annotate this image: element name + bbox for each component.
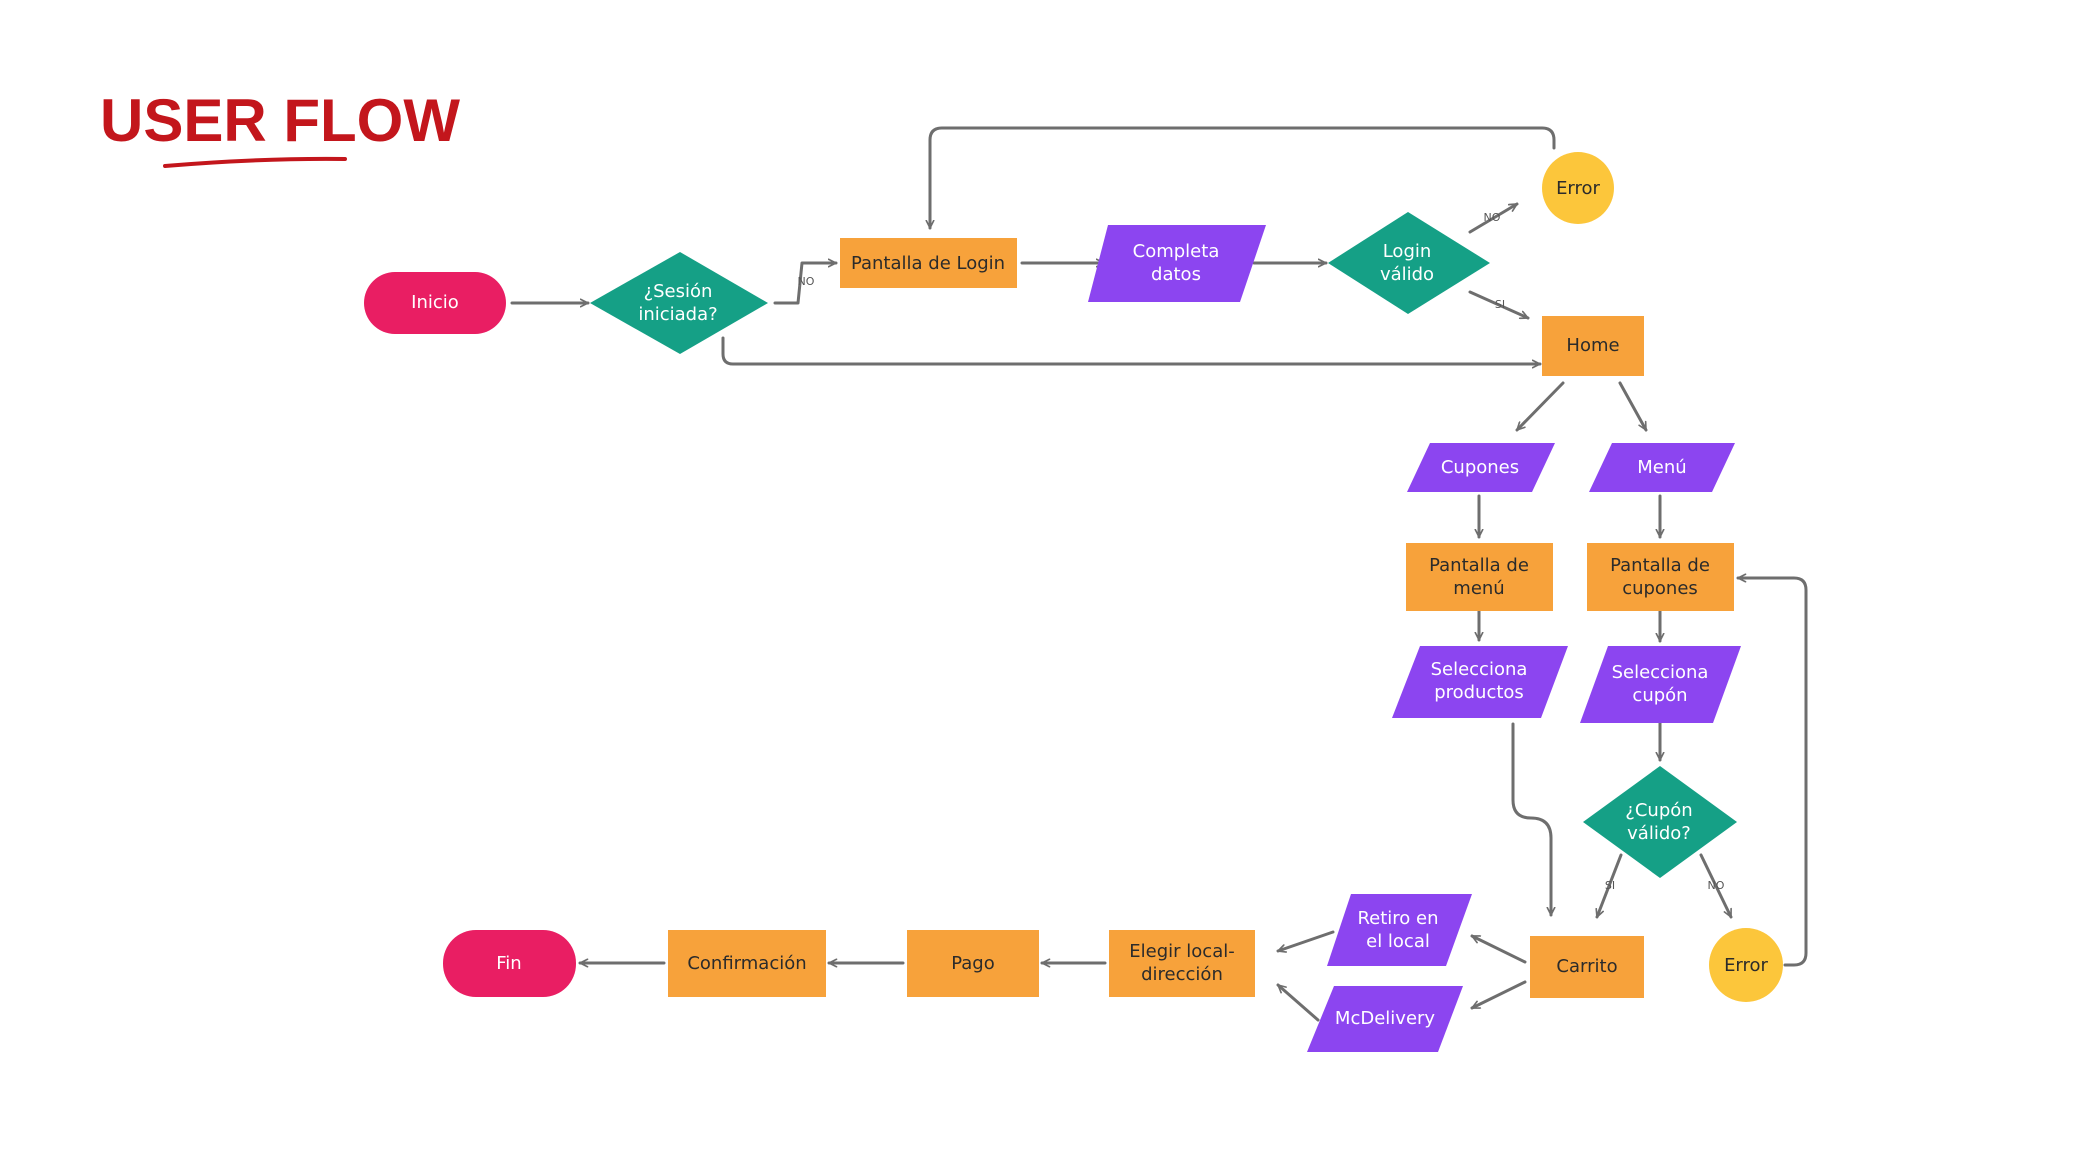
node-elegir-line1: Elegir local- [1129, 941, 1234, 962]
node-pantalla-menu: Pantalla de menú [1406, 543, 1553, 611]
edge-label-sesion-no: NO [798, 275, 815, 288]
io-menu-label: Menú [1637, 457, 1686, 478]
io-cupones: Cupones [1407, 443, 1555, 492]
decision-sesion-line2: iniciada? [638, 304, 717, 325]
edge-sesion-login [773, 263, 838, 305]
edge-retiro-elegir [1276, 930, 1335, 951]
node-carrito-label: Carrito [1556, 956, 1617, 977]
node-pago: Pago [907, 930, 1039, 997]
node-elegir-line2: dirección [1141, 964, 1223, 985]
edges: NO NO SI SI NO [510, 126, 1808, 1022]
io-mcdelivery-label: McDelivery [1335, 1008, 1435, 1029]
decision-login-valido: Login válido [1328, 212, 1490, 314]
edge-error-loop-login [930, 126, 1556, 230]
edge-validez-error [1468, 202, 1519, 234]
node-home: Home [1542, 316, 1644, 376]
title-underline [163, 156, 347, 168]
decision-cupon-line2: válido? [1627, 823, 1691, 844]
edge-home-cupones [1515, 381, 1565, 432]
decision-login-line2: válido [1380, 264, 1434, 285]
edge-mcdelivery-elegir [1276, 983, 1320, 1022]
node-confirmacion: Confirmación [668, 930, 826, 997]
decision-sesion: ¿Sesión iniciada? [590, 252, 768, 354]
io-cupon-line2: cupón [1632, 685, 1687, 706]
edge-cupon-no-error [1699, 853, 1733, 919]
io-retiro-local: Retiro en el local [1327, 894, 1472, 966]
io-completa-line1: Completa [1133, 241, 1220, 262]
edge-label-cupon-si: SI [1605, 879, 1615, 892]
io-cupon-line1: Selecciona [1612, 662, 1709, 683]
edge-label-login-no: NO [1484, 211, 1501, 224]
node-carrito: Carrito [1530, 936, 1644, 998]
edge-home-menu [1618, 381, 1648, 432]
node-error-login: Error [1542, 152, 1614, 224]
io-retiro-line1: Retiro en [1357, 908, 1438, 929]
node-pantalla-cupones-line2: cupones [1622, 578, 1698, 599]
io-productos-line1: Selecciona [1431, 659, 1528, 680]
node-pantalla-login-label: Pantalla de Login [851, 253, 1005, 274]
node-error-cupon: Error [1709, 928, 1783, 1002]
node-elegir-local: Elegir local- dirección [1109, 930, 1255, 997]
node-fin: Fin [443, 930, 576, 997]
edge-cupon-si-carrito [1597, 853, 1623, 919]
edge-error-loop-cupones [1736, 578, 1808, 967]
node-error-cupon-label: Error [1724, 955, 1768, 976]
page-title: USER FLOW [100, 87, 460, 154]
edge-sesion-home [721, 336, 1542, 364]
node-fin-label: Fin [496, 953, 521, 974]
node-pantalla-menu-line1: Pantalla de [1429, 555, 1529, 576]
io-completa-line2: datos [1151, 264, 1201, 285]
node-inicio: Inicio [364, 272, 506, 334]
node-home-label: Home [1566, 335, 1619, 356]
node-pantalla-login: Pantalla de Login [840, 238, 1017, 288]
io-selecciona-cupon: Selecciona cupón [1580, 646, 1741, 723]
io-retiro-line2: el local [1366, 931, 1430, 952]
io-cupones-label: Cupones [1441, 457, 1519, 478]
node-pago-label: Pago [951, 953, 995, 974]
decision-login-line1: Login [1383, 241, 1432, 262]
edge-label-cupon-no: NO [1708, 879, 1725, 892]
edge-carrito-retiro [1470, 934, 1527, 964]
node-pantalla-cupones: Pantalla de cupones [1587, 543, 1734, 611]
node-inicio-label: Inicio [411, 292, 459, 313]
edge-label-login-si: SI [1495, 298, 1505, 311]
edge-productos-carrito [1511, 722, 1551, 917]
edge-validez-home [1468, 290, 1530, 320]
node-confirmacion-label: Confirmación [687, 953, 806, 974]
io-menu: Menú [1589, 443, 1735, 492]
decision-cupon-line1: ¿Cupón [1625, 800, 1692, 821]
node-pantalla-cupones-line1: Pantalla de [1610, 555, 1710, 576]
decision-cupon-valido: ¿Cupón válido? [1583, 766, 1737, 878]
io-mcdelivery: McDelivery [1307, 986, 1463, 1052]
node-pantalla-menu-line2: menú [1453, 578, 1504, 599]
io-productos-line2: productos [1434, 682, 1524, 703]
node-error-login-label: Error [1556, 178, 1600, 199]
edge-carrito-mcdelivery [1470, 980, 1527, 1010]
io-selecciona-productos: Selecciona productos [1392, 646, 1568, 718]
io-completa-datos: Completa datos [1088, 225, 1266, 302]
decision-sesion-line1: ¿Sesión [644, 281, 713, 302]
